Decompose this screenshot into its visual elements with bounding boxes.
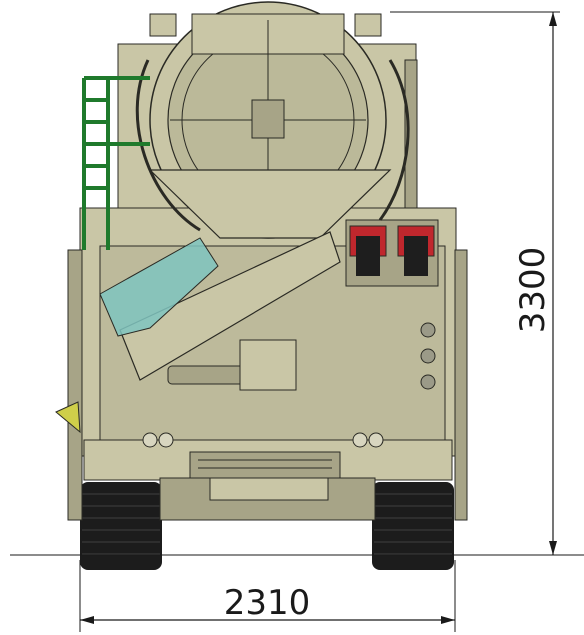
tailgate-plate: [119, 231, 341, 381]
control-cabinets: [345, 219, 439, 287]
height-dimension: 3300: [390, 11, 560, 555]
ladder: [82, 76, 150, 250]
right-rear-tire: [372, 482, 454, 570]
gauges: [420, 322, 436, 390]
rear-lights: [142, 432, 384, 448]
hoses: [135, 59, 410, 232]
glass-panel: [99, 237, 219, 337]
width-dimension-label: 2310: [224, 583, 311, 623]
hydraulic-cylinder: [167, 339, 297, 391]
yellow-marker: [55, 401, 81, 434]
left-rear-tire: [80, 482, 162, 570]
height-dimension-label: 3300: [513, 247, 553, 334]
width-dimension: 2310: [79, 560, 456, 632]
top-lamps: [149, 13, 382, 37]
